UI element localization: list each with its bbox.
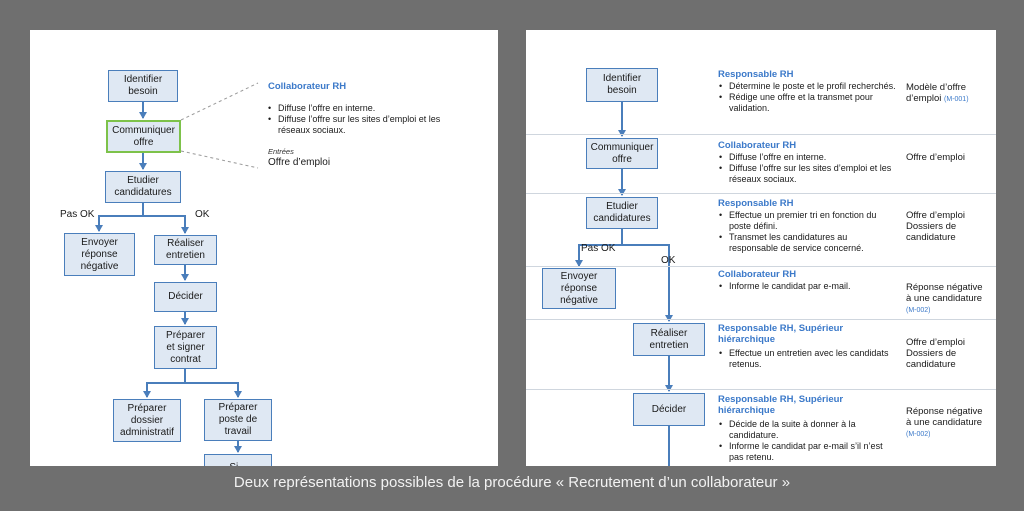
- row-role: Responsable RH, Supérieur hiérarchique: [718, 394, 844, 416]
- row-output: Réponse négative à une candidature (M-00…: [906, 406, 994, 440]
- row-role: Collaborateur RH: [718, 140, 797, 151]
- step-preparer-dossier-administratif: Préparer dossier administratif: [113, 399, 181, 442]
- row-bullets: Décide de la suite à donner à la candida…: [718, 419, 896, 463]
- label-pas-ok: Pas OK: [60, 209, 95, 220]
- row-output-text: Réponse négative à une candidature: [906, 406, 983, 428]
- row-role: Responsable RH, Supérieur hiérarchique: [718, 323, 844, 345]
- step-etudier-candidatures: Etudier candidatures: [105, 171, 181, 203]
- row-bullet: Effectue un entretien avec les candidats…: [718, 348, 896, 370]
- step-decider: Décider: [154, 282, 217, 312]
- row-bullet: Effectue un premier tri en fonction du p…: [718, 210, 896, 232]
- row-bullet: Diffuse l’offre en interne.: [718, 152, 893, 163]
- step-realiser-entretien: Réaliser entretien: [154, 235, 217, 265]
- row-bullet: Transmet les candidatures au responsable…: [718, 232, 896, 254]
- row-bullet: Détermine le poste et le profil recherch…: [718, 81, 896, 92]
- callout-line-top: [180, 82, 259, 121]
- row-role: Responsable RH: [718, 69, 794, 80]
- row-separator: [526, 266, 996, 267]
- row-bullets: Détermine le poste et le profil recherch…: [718, 81, 896, 114]
- row-output: Modèle d’offre d’emploi (M-001): [906, 82, 994, 105]
- row-separator: [526, 389, 996, 390]
- r-step-etudier-candidatures: Etudier candidatures: [586, 197, 658, 229]
- step-partial: Si...: [204, 454, 272, 466]
- r-label-pas-ok: Pas OK: [581, 243, 616, 254]
- row-separator: [526, 134, 996, 135]
- row-bullets: Effectue un premier tri en fonction du p…: [718, 210, 896, 254]
- detail-bullet: Diffuse l’offre sur les sites d’emploi e…: [267, 114, 452, 136]
- r-step-identifier-besoin: Identifier besoin: [586, 68, 658, 102]
- row-bullet: Décide de la suite à donner à la candida…: [718, 419, 896, 441]
- row-output-text: Réponse négative à une candidature: [906, 282, 983, 304]
- arrow-etudier-realiser: [143, 215, 189, 234]
- row-output-text: Offre d’emploi Dossiers de candidature: [906, 210, 965, 243]
- row-bullet: Rédige une offre et la transmet pour val…: [718, 92, 896, 114]
- figure-caption: Deux représentations possibles de la pro…: [233, 474, 791, 491]
- flowchart-panel-left: Identifier besoin Communiquer offre Etud…: [30, 30, 498, 466]
- row-output-text: Offre d’emploi: [906, 152, 965, 163]
- row-role: Responsable RH: [718, 198, 794, 209]
- r-step-realiser-entretien: Réaliser entretien: [633, 323, 705, 356]
- step-envoyer-reponse-negative: Envoyer réponse négative: [64, 233, 135, 276]
- row-bullets: Informe le candidat par e-mail.: [718, 281, 896, 292]
- arrow-etudier-envoyer: [95, 203, 144, 232]
- arrow-preparer-poste: [185, 382, 242, 398]
- row-bullet: Diffuse l’offre sur les sites d’emploi e…: [718, 163, 893, 185]
- row-separator: [526, 319, 996, 320]
- row-output-text: Offre d’emploi Dossiers de candidature: [906, 337, 965, 370]
- step-preparer-poste-travail: Préparer poste de travail: [204, 399, 272, 441]
- row-output: Réponse négative à une candidature (M-00…: [906, 282, 994, 316]
- label-ok: OK: [195, 209, 210, 220]
- detail-inputs-value: Offre d’emploi: [268, 157, 331, 168]
- row-output-text: Modèle d’offre d’emploi: [906, 82, 967, 104]
- row-separator: [526, 193, 996, 194]
- step-preparer-signer-contrat: Préparer et signer contrat: [154, 326, 217, 369]
- row-output: Offre d’emploi Dossiers de candidature: [906, 337, 994, 370]
- row-bullets: Effectue un entretien avec les candidats…: [718, 348, 896, 370]
- r-step-communiquer-offre: Communiquer offre: [586, 138, 658, 169]
- r-step-decider: Décider: [633, 393, 705, 426]
- step-communiquer-offre: Communiquer offre: [106, 120, 181, 153]
- detail-bullets: Diffuse l’offre en interne. Diffuse l’of…: [267, 103, 452, 136]
- step-identifier-besoin: Identifier besoin: [108, 70, 178, 102]
- detail-role: Collaborateur RH: [268, 81, 347, 92]
- arrow-preparer-dossier: [143, 369, 186, 398]
- row-output-ref: (M-002): [906, 307, 931, 314]
- row-output-ref: (M-002): [906, 431, 931, 438]
- r-step-envoyer-reponse-negative: Envoyer réponse négative: [542, 268, 616, 309]
- row-bullet: Informe le candidat par e-mail s’il n’es…: [718, 441, 896, 463]
- row-output: Offre d’emploi: [906, 152, 994, 163]
- row-bullet: Informe le candidat par e-mail.: [718, 281, 896, 292]
- row-bullets: Diffuse l’offre en interne. Diffuse l’of…: [718, 152, 893, 185]
- r-label-ok: OK: [661, 255, 676, 266]
- flowchart-panel-right: Identifier besoin Communiquer offre Etud…: [526, 30, 996, 466]
- row-output: Offre d’emploi Dossiers de candidature: [906, 210, 994, 243]
- detail-bullet: Diffuse l’offre en interne.: [267, 103, 452, 114]
- callout-line-bottom: [180, 150, 259, 169]
- row-output-ref: (M-001): [944, 96, 969, 103]
- detail-inputs-label: Entrées: [268, 147, 294, 156]
- row-role: Collaborateur RH: [718, 269, 797, 280]
